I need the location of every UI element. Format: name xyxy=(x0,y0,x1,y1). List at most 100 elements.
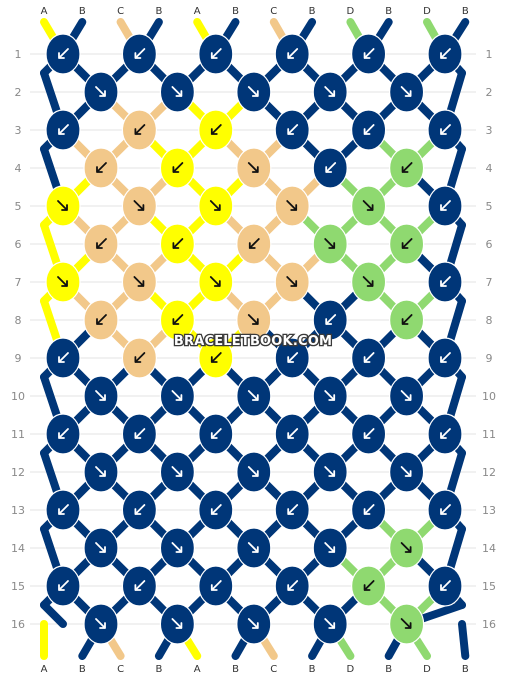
row-number-right: 8 xyxy=(486,314,493,327)
row-number-left: 3 xyxy=(15,124,22,137)
row-number-right: 1 xyxy=(486,48,493,61)
knot-arrow-icon xyxy=(287,580,299,591)
knot xyxy=(274,565,310,607)
knot-arrow-icon xyxy=(286,276,298,287)
string-label-bottom: B xyxy=(462,664,469,675)
knot-arrow-icon xyxy=(95,390,106,401)
knot xyxy=(427,413,463,455)
knot xyxy=(427,185,463,227)
knot-arrow-icon xyxy=(325,162,337,173)
knot-arrow-icon xyxy=(287,124,299,135)
knot xyxy=(236,147,272,189)
knot xyxy=(427,109,463,151)
knot xyxy=(274,33,310,75)
thread-segment xyxy=(40,601,67,628)
string-label-bottom: B xyxy=(309,664,316,675)
knot xyxy=(236,527,272,569)
knot-arrow-icon xyxy=(287,504,299,515)
row-number-right: 11 xyxy=(482,428,496,441)
knot xyxy=(389,223,425,265)
knot xyxy=(312,603,348,645)
knot-arrow-icon xyxy=(324,86,336,97)
knot xyxy=(83,527,119,569)
string-label-top: B xyxy=(309,6,316,17)
knot xyxy=(121,261,157,303)
knot xyxy=(236,603,272,645)
string-label-top: B xyxy=(232,6,239,17)
watermark: BRACELETBOOK.COM xyxy=(174,334,332,349)
row-number-left: 13 xyxy=(11,504,25,517)
knot xyxy=(427,261,463,303)
knot-arrow-icon xyxy=(209,200,221,211)
knot xyxy=(83,299,119,341)
string-label-top: B xyxy=(462,6,469,17)
knot xyxy=(198,337,234,379)
knot xyxy=(236,299,272,341)
knot-arrow-icon xyxy=(210,580,222,591)
row-number-right: 12 xyxy=(482,466,496,479)
knot xyxy=(351,33,387,75)
knot xyxy=(159,71,195,113)
row-number-left: 7 xyxy=(15,276,22,289)
knot-arrow-icon xyxy=(400,390,412,401)
knot xyxy=(274,337,310,379)
knot xyxy=(312,299,348,341)
knot-arrow-icon xyxy=(134,124,146,135)
knot xyxy=(389,147,425,189)
string-label-top: C xyxy=(270,6,277,17)
string-label-top: A xyxy=(194,6,201,17)
knot-arrow-icon xyxy=(171,618,183,629)
knot xyxy=(236,223,272,265)
knot xyxy=(351,109,387,151)
knot xyxy=(121,337,157,379)
knot-arrow-icon xyxy=(172,238,184,249)
knot-arrow-icon xyxy=(362,276,374,287)
knot xyxy=(121,33,157,75)
row-number-right: 3 xyxy=(486,124,493,137)
row-number-right: 14 xyxy=(482,542,496,555)
row-number-left: 16 xyxy=(11,618,25,631)
knot-arrow-icon xyxy=(324,466,336,477)
knot-arrow-icon xyxy=(95,542,106,553)
string-label-bottom: C xyxy=(270,664,277,675)
knot xyxy=(198,33,234,75)
knot-arrow-icon xyxy=(247,542,259,553)
knot xyxy=(159,451,195,493)
row-number-left: 11 xyxy=(11,428,25,441)
knot-arrow-icon xyxy=(248,238,260,249)
knot xyxy=(312,451,348,493)
knot xyxy=(236,71,272,113)
knot-arrow-icon xyxy=(171,86,183,97)
knot xyxy=(312,71,348,113)
knot xyxy=(159,299,195,341)
knot-arrow-icon xyxy=(172,314,184,325)
knot-arrow-icon xyxy=(58,352,69,363)
knot xyxy=(351,489,387,531)
knot-arrow-icon xyxy=(133,276,145,287)
row-number-left: 8 xyxy=(15,314,22,327)
knot xyxy=(45,413,81,455)
knot-arrow-icon xyxy=(401,238,413,249)
string-label-bottom: B xyxy=(232,664,239,675)
knot-arrow-icon xyxy=(171,542,183,553)
knot-arrow-icon xyxy=(440,580,451,591)
knot xyxy=(159,375,195,417)
knot xyxy=(274,489,310,531)
row-number-left: 15 xyxy=(11,580,25,593)
knot-arrow-icon xyxy=(363,48,375,59)
string-label-top: B xyxy=(79,6,86,17)
knot-arrow-icon xyxy=(58,580,69,591)
knot xyxy=(351,565,387,607)
row-number-left: 4 xyxy=(15,162,22,175)
knot xyxy=(83,603,119,645)
knot xyxy=(312,223,348,265)
knot xyxy=(236,375,272,417)
string-label-bottom: C xyxy=(117,664,124,675)
knot xyxy=(351,185,387,227)
knot-arrow-icon xyxy=(324,618,336,629)
knot-arrow-icon xyxy=(210,428,222,439)
knot xyxy=(159,527,195,569)
thread-end xyxy=(458,620,470,660)
knot xyxy=(427,565,463,607)
string-label-top: B xyxy=(155,6,162,17)
